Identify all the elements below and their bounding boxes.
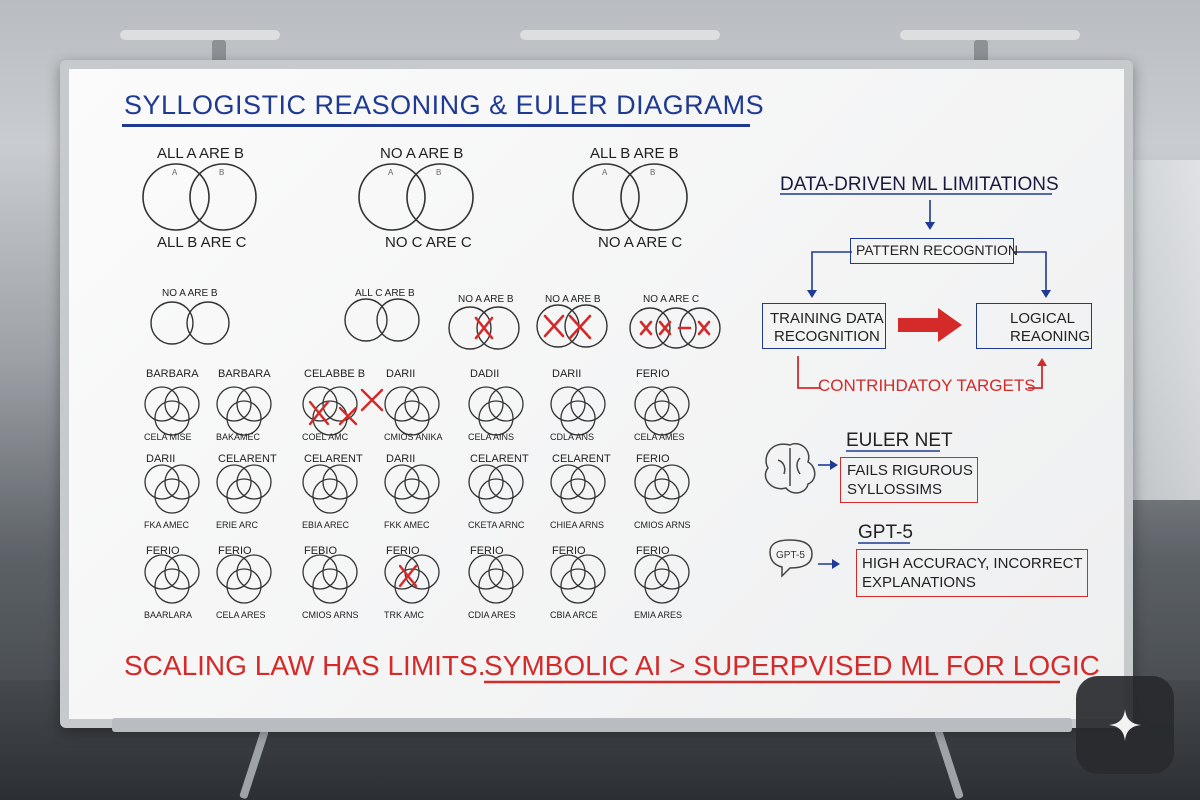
- syllogism-conclusion-label: CMIOS ARNS: [634, 520, 691, 530]
- syllogism-conclusion-label: BAKAMEC: [216, 432, 261, 442]
- training-data-label-line2: RECOGNITION: [774, 328, 880, 345]
- syllogism-conclusion-label: CBIA ARCE: [550, 610, 598, 620]
- mid-diagram-label: NO A ARE C: [643, 294, 700, 305]
- syllogism-mood-label: FERIO: [218, 545, 252, 557]
- syllogism-conclusion-label: CELA AINS: [468, 432, 515, 442]
- mid-diagram-label: NO A ARE B: [458, 294, 514, 305]
- board-title: SYLLOGISTIC REASONING & EULER DIAGRAMS: [124, 90, 765, 120]
- syllogism-mood-label: CELARENT: [218, 453, 277, 465]
- mid-diagram-label: ALL C ARE B: [355, 288, 415, 299]
- syllogism-mood-label: DARII: [146, 453, 176, 465]
- syllogism-conclusion-label: EMIA ARES: [634, 610, 683, 620]
- syllogism-mood-label: FERIO: [636, 545, 670, 557]
- top-diagram-3-premise: ALL B ARE B: [590, 145, 679, 162]
- syllogism-mood-label: BARBARA: [146, 368, 199, 380]
- logical-reasoning-box: [976, 303, 1092, 349]
- syllogism-conclusion-label: CKETA ARNC: [468, 520, 525, 530]
- syllogism-conclusion-label: TRK AMC: [384, 610, 425, 620]
- syllogism-conclusion-label: CHIEA ARNS: [550, 520, 605, 530]
- syllogism-mood-label: DADII: [470, 368, 500, 380]
- top-diagram-3-conclusion: NO A ARE C: [598, 234, 683, 251]
- euler-net-box-line2: SYLLOSSIMS: [847, 481, 943, 498]
- syllogism-conclusion-label: COEL AMC: [302, 432, 349, 442]
- syllogism-conclusion-label: CMIOS ARNS: [302, 610, 359, 620]
- syllogism-mood-label: FERIO: [146, 545, 180, 557]
- syllogism-conclusion-label: FKA AMEC: [144, 520, 190, 530]
- syllogism-mood-label: FERIO: [636, 368, 670, 380]
- syllogism-conclusion-label: CDIA ARES: [468, 610, 516, 620]
- ceiling-light: [120, 30, 280, 40]
- training-data-label-line1: TRAINING DATA: [770, 310, 884, 327]
- mid-diagram-label: NO A ARE B: [545, 294, 601, 305]
- syllogism-mood-label: DARII: [386, 368, 416, 380]
- logical-reasoning-label-line1: LOGICAL: [1010, 310, 1076, 327]
- pattern-recognition-label: PATTERN RECOGNTION: [856, 242, 1019, 258]
- title-underline: [122, 124, 750, 127]
- syllogism-conclusion-label: BAARLARA: [144, 610, 193, 620]
- marker-tray: [112, 718, 1072, 732]
- euler-net-heading: EULER NET: [846, 430, 953, 451]
- syllogism-mood-label: FERIO: [636, 453, 670, 465]
- euler-net-box: [840, 457, 978, 503]
- training-data-box: [762, 303, 886, 349]
- syllogism-mood-label: FERIO: [552, 545, 586, 557]
- syllogism-mood-label: BARBARA: [218, 368, 271, 380]
- syllogism-conclusion-label: FKK AMEC: [384, 520, 430, 530]
- gpt-5-box: [856, 549, 1088, 597]
- syllogism-mood-label: FEBIO: [304, 545, 338, 557]
- syllogism-mood-label: CELARENT: [304, 453, 363, 465]
- top-diagram-1-conclusion: ALL B ARE C: [157, 234, 247, 251]
- syllogism-conclusion-label: EBIA AREC: [302, 520, 350, 530]
- syllogism-mood-label: DARII: [552, 368, 582, 380]
- top-diagram-2-conclusion: NO C ARE C: [385, 234, 472, 251]
- ceiling-light: [900, 30, 1080, 40]
- conclusion-scaling-law: SCALING LAW HAS LIMITS.: [124, 650, 486, 681]
- syllogism-mood-label: CELABBE B: [304, 368, 366, 380]
- pattern-recognition-box: [850, 238, 1014, 264]
- sparkle-icon: [1109, 709, 1141, 741]
- logical-reasoning-label-line2: REAONING: [1010, 328, 1091, 345]
- gpt-5-heading: GPT-5: [858, 522, 913, 543]
- ml-limitations-heading: DATA-DRIVEN ML LIMITATIONS: [780, 174, 1059, 195]
- syllogism-conclusion-label: CELA MISE: [144, 432, 192, 442]
- ceiling-light: [520, 30, 720, 40]
- gpt-5-box-line1: HIGH ACCURACY, INCORRECT: [862, 555, 1083, 572]
- contradictory-targets-label: CONTRIHDATOY TARGETS: [818, 376, 1036, 395]
- gpt-5-box-line2: EXPLANATIONS: [862, 574, 976, 591]
- syllogism-mood-label: DARII: [386, 453, 416, 465]
- top-diagram-2-premise: NO A ARE B: [380, 145, 464, 162]
- syllogism-mood-label: CELARENT: [470, 453, 529, 465]
- syllogism-conclusion-label: CDLA ANS: [550, 432, 595, 442]
- top-diagram-1-premise: ALL A ARE B: [157, 145, 245, 162]
- syllogism-mood-label: FERIO: [386, 545, 420, 557]
- syllogism-conclusion-label: CMIOS ANIKA: [384, 432, 443, 442]
- syllogism-conclusion-label: CELA ARES: [216, 610, 266, 620]
- syllogism-mood-label: FERIO: [470, 545, 504, 557]
- mid-diagram-label: NO A ARE B: [162, 288, 218, 299]
- sparkle-button[interactable]: [1076, 676, 1174, 774]
- syllogism-mood-label: CELARENT: [552, 453, 611, 465]
- syllogism-conclusion-label: ERIE ARC: [216, 520, 259, 530]
- conclusion-symbolic-ai: SYMBOLIC AI > SUPERPVISED ML FOR LOGIC: [484, 650, 1100, 681]
- syllogism-conclusion-label: CELA AMES: [634, 432, 685, 442]
- euler-net-box-line1: FAILS RIGUROUS: [847, 462, 973, 479]
